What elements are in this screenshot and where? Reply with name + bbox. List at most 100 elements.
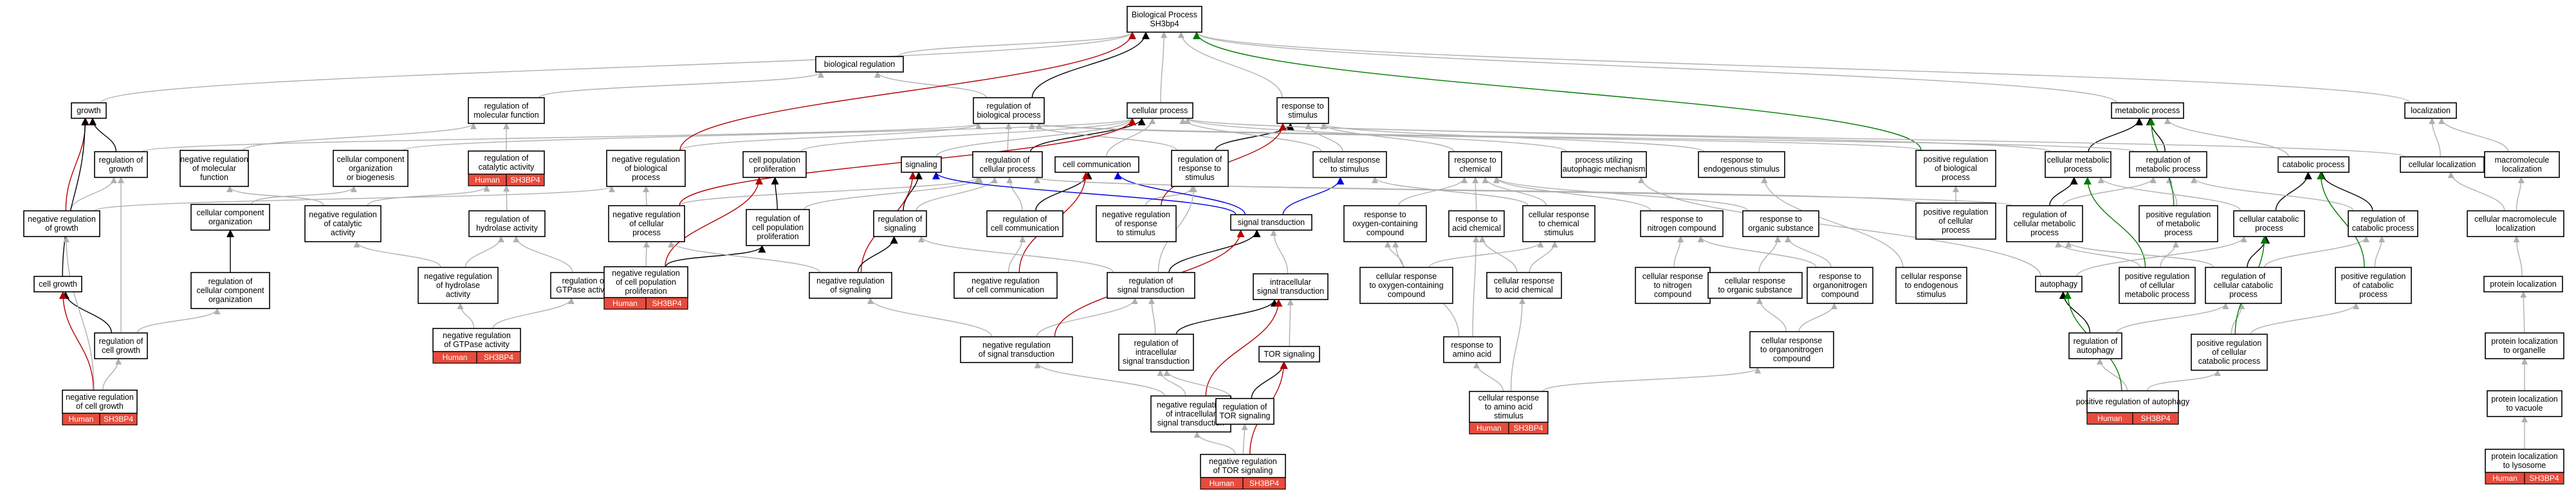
species-tag: Human xyxy=(2492,474,2517,483)
go-term-label: cellular response xyxy=(1725,276,1786,285)
edge-is-a xyxy=(1005,123,1012,152)
go-term-box xyxy=(603,266,688,298)
go-term-label: cell growth xyxy=(102,346,140,355)
go-term-label: process xyxy=(1942,173,1970,182)
edge-is-a xyxy=(2160,241,2180,268)
go-term-label: regulation of xyxy=(484,154,529,163)
go-term-label: of molecular xyxy=(192,164,236,173)
go-term-box xyxy=(1118,334,1194,371)
gene-tag: SH3BP4 xyxy=(652,299,681,308)
go-term-label: cellular localization xyxy=(2409,160,2476,169)
go-term-box xyxy=(2191,334,2268,371)
go-term-label: cellular response xyxy=(1529,210,1590,219)
go-term-label: growth xyxy=(109,165,133,174)
go-term-label: negative regulation xyxy=(180,155,248,164)
edge-is-a xyxy=(2438,118,2509,152)
go-term-label: acid chemical xyxy=(1452,224,1501,233)
go-term-label: cellular response xyxy=(1901,272,1962,281)
go-term-label: of cell growth xyxy=(76,402,124,411)
edge-is-a xyxy=(2429,118,2441,157)
go-term-box xyxy=(94,332,148,359)
go-term-label: regulation of xyxy=(2023,210,2067,219)
go-term-label: cell communication xyxy=(991,224,1059,233)
gene-tag-box xyxy=(2132,412,2179,425)
go-term-label: regulation of xyxy=(986,156,1030,165)
edge-is-a xyxy=(70,177,117,211)
edge-is-a xyxy=(2447,172,2505,211)
edge-is-a xyxy=(1785,236,1832,268)
edge-is-a xyxy=(1510,298,1526,392)
edge-is-a xyxy=(1163,370,1232,399)
go-term-box xyxy=(986,210,1063,237)
go-term-label: process xyxy=(2064,165,2092,174)
go-term-box xyxy=(2035,276,2083,292)
go-term-box xyxy=(2335,267,2412,304)
species-tag: Human xyxy=(612,299,638,308)
go-term-label: autophagy xyxy=(2040,280,2078,289)
go-term-label: signaling xyxy=(884,224,915,233)
edge-is-a xyxy=(1006,177,1023,211)
go-term-box xyxy=(1698,151,1785,178)
go-term-box xyxy=(608,205,685,242)
edge-positively-regulates xyxy=(1193,31,1922,151)
edge-is-a xyxy=(1106,118,1156,157)
edge-is-a xyxy=(465,236,504,268)
go-term-box xyxy=(418,267,499,304)
go-term-box xyxy=(33,276,82,292)
gene-tag: SH3BP4 xyxy=(1513,424,1543,433)
edge-is-a xyxy=(353,241,441,268)
go-term-label: response to xyxy=(1451,341,1493,350)
go-term-label: stimulus xyxy=(1917,290,1946,299)
go-term-label: response to xyxy=(1760,215,1801,224)
go-term-label: cellular response xyxy=(1494,276,1555,285)
go-term-node: biological regulation xyxy=(815,56,904,73)
go-term-label: activity xyxy=(446,290,471,299)
go-term-label: cellular response xyxy=(1762,336,1823,345)
go-term-label: cellular response xyxy=(1320,156,1381,165)
go-term-label: of biological xyxy=(625,164,667,173)
gene-tag: SH3BP4 xyxy=(1249,479,1279,488)
go-term-label: negative regulation xyxy=(66,393,134,402)
go-term-label: catabolic process xyxy=(2283,160,2345,169)
go-term-label: regulation of xyxy=(485,215,529,224)
go-term-box xyxy=(1707,272,1803,299)
edge-is-a xyxy=(1372,177,1529,206)
go-term-box xyxy=(1200,454,1286,478)
go-term-label: regulation of xyxy=(878,215,923,224)
edge-is-a xyxy=(1193,31,2411,103)
go-term-box xyxy=(809,272,892,299)
go-term-label: organization xyxy=(208,295,252,304)
go-term-label: localization xyxy=(2502,165,2542,174)
go-term-label: negative regulation xyxy=(309,210,377,219)
edge-is-a xyxy=(1145,186,1196,206)
edge-is-a xyxy=(1036,298,1138,337)
go-term-label: growth xyxy=(77,106,101,115)
go-term-label: to lysosome xyxy=(2503,461,2546,470)
edge-is-a xyxy=(226,186,324,206)
edge-is-a xyxy=(1287,299,1294,347)
go-term-label: nitrogen compound xyxy=(1647,224,1716,233)
go-term-label: negative regulation xyxy=(1157,400,1225,409)
go-term-label: to nitrogen xyxy=(1653,281,1691,290)
gene-tag-box xyxy=(506,174,545,186)
go-term-node: cell communication xyxy=(1054,156,1139,173)
go-term-label: positive regulation xyxy=(2146,210,2211,219)
go-term-box xyxy=(873,210,927,237)
go-term-label: compound xyxy=(1821,290,1859,299)
go-term-label: stimulus xyxy=(1185,173,1215,182)
go-term-label: proliferation xyxy=(625,287,667,296)
